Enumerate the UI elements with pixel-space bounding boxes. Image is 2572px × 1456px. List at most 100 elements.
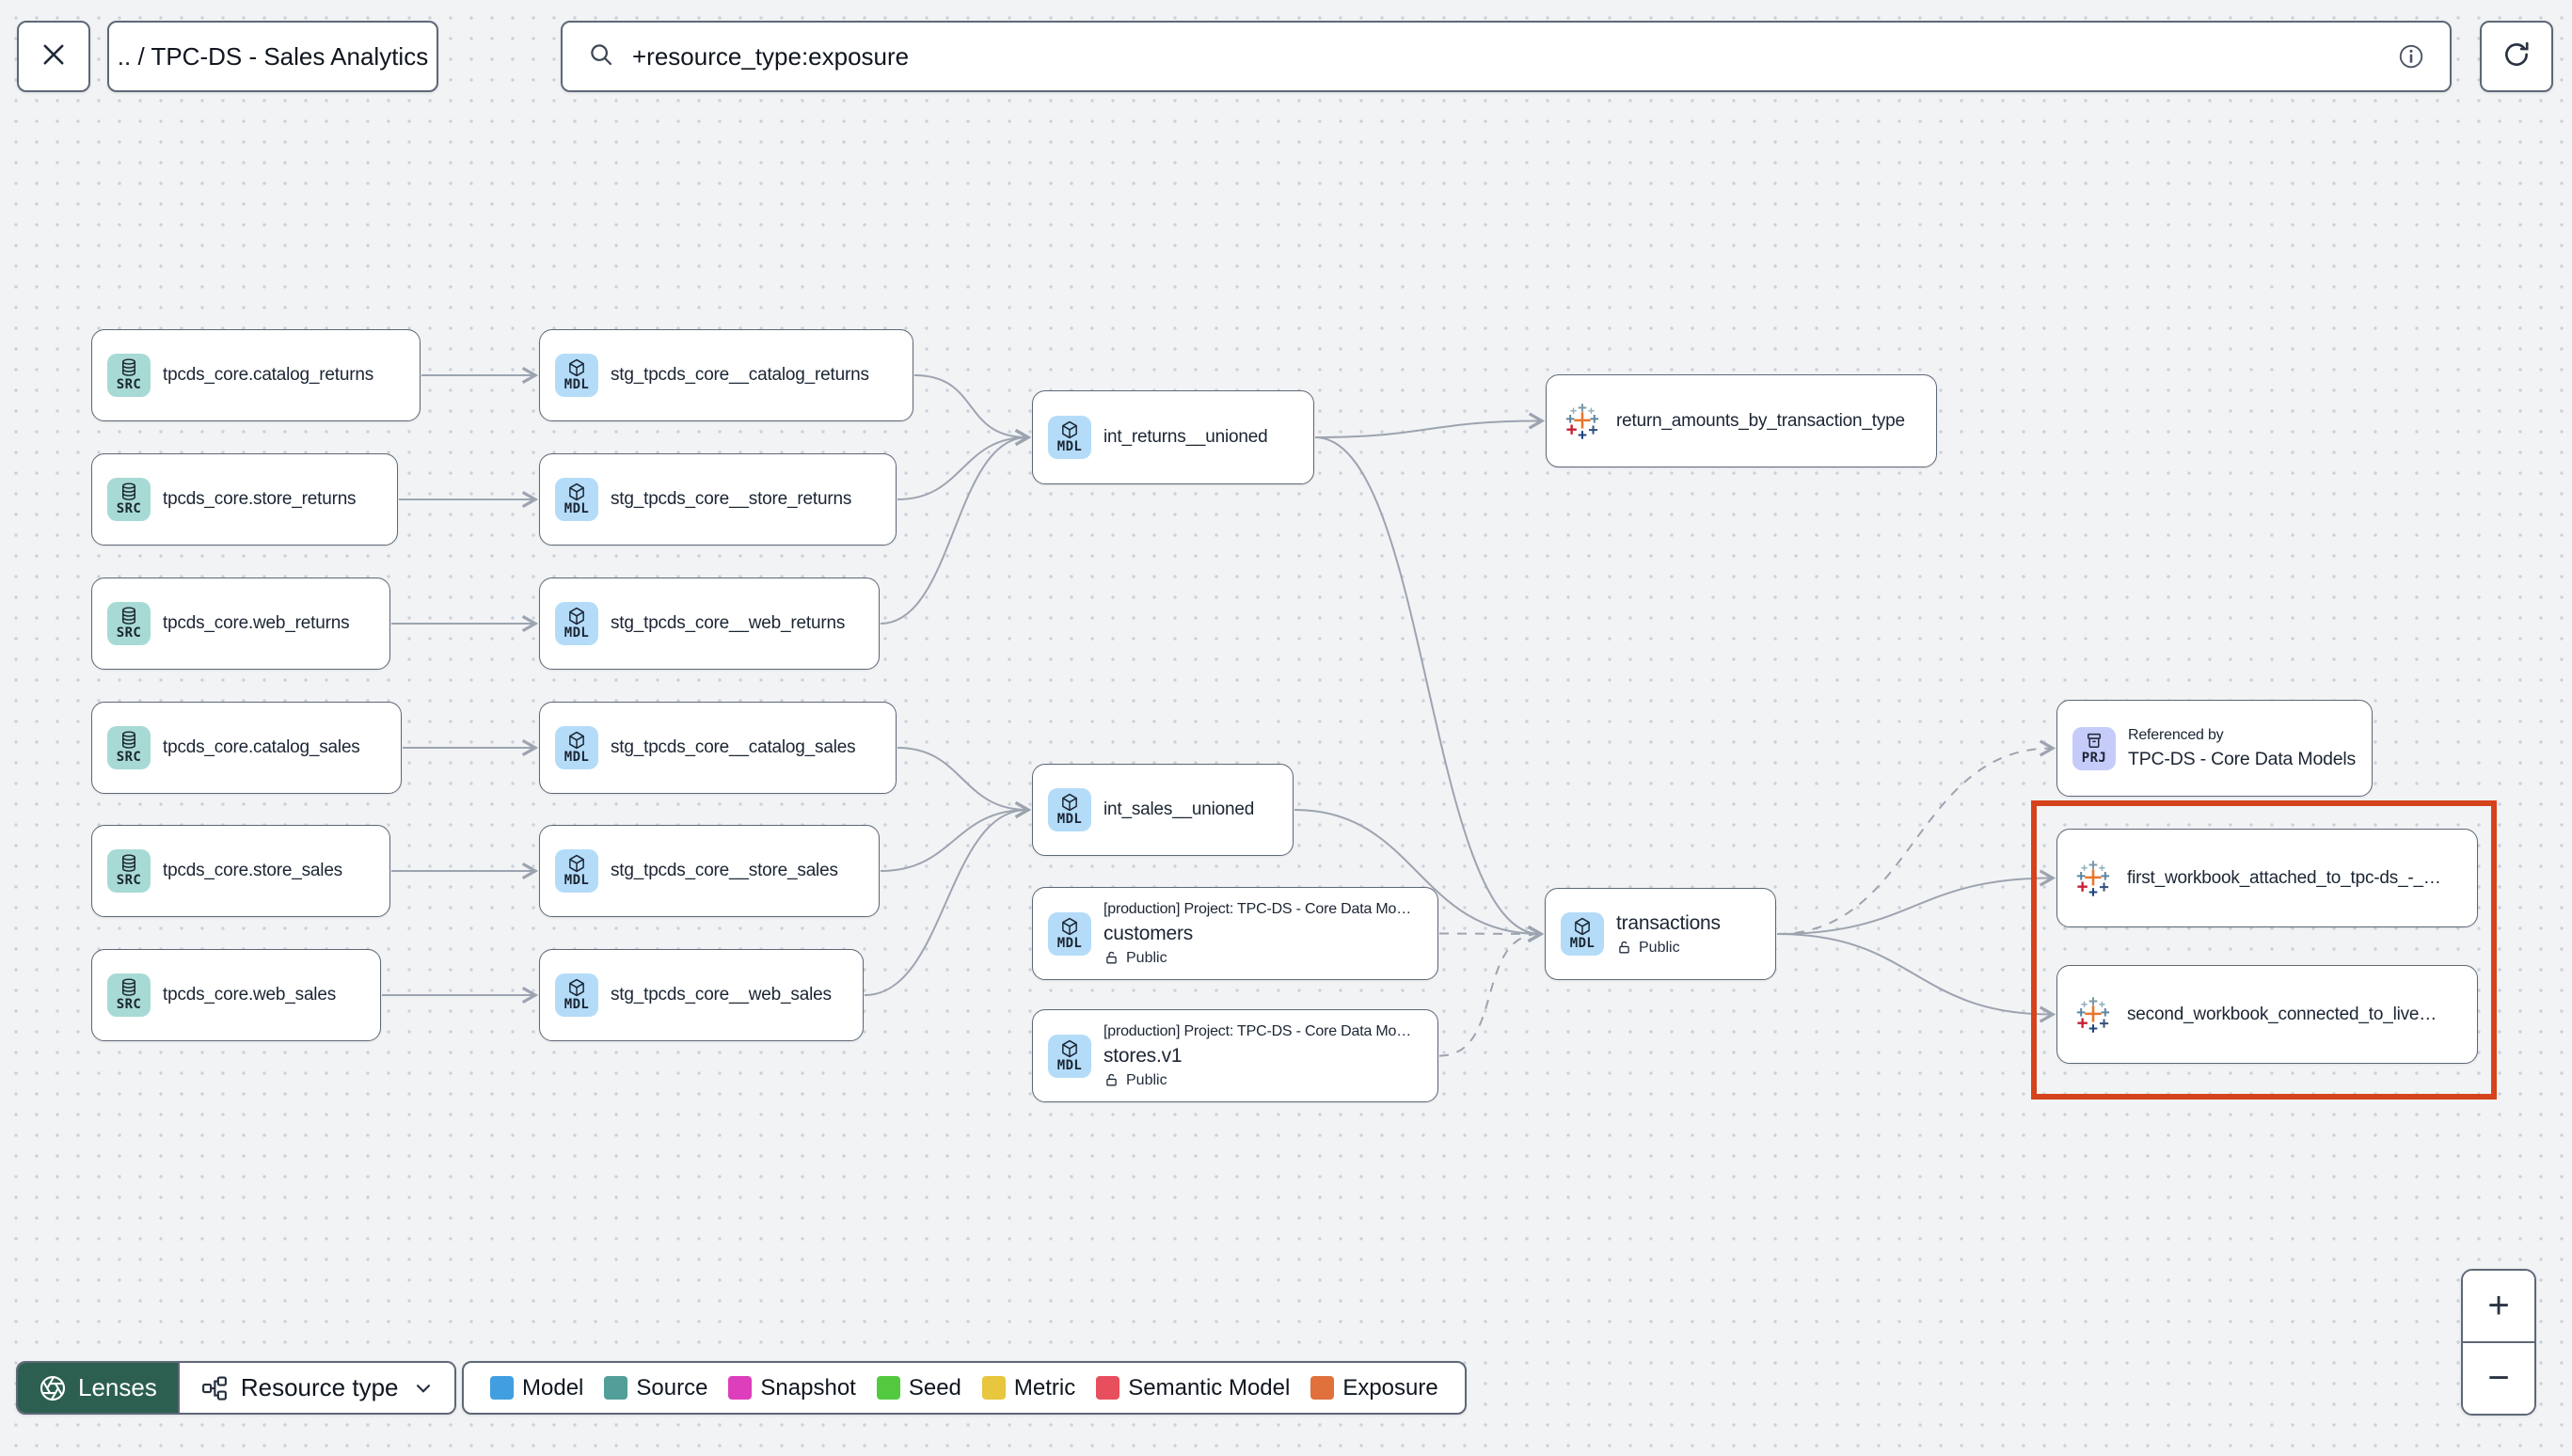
node-label: tpcds_core.catalog_returns (163, 365, 373, 385)
node-exposure_returns[interactable]: return_amounts_by_transaction_type (1546, 374, 1937, 467)
resource-type-icon (200, 1374, 229, 1402)
node-label: stg_tpcds_core__web_returns (611, 613, 846, 633)
node-referenced-by-line: Referenced by (2128, 726, 2224, 743)
project-badge-icon: PRJ (2072, 726, 2116, 770)
badge-label: SRC (116, 625, 142, 641)
model-badge-icon: MDL (1048, 788, 1091, 831)
edge-int_returns-to-exposure_returns (1314, 421, 1541, 438)
badge-label: MDL (564, 501, 590, 517)
breadcrumb-label: .. / TPC-DS - Sales Analytics (117, 41, 429, 71)
legend-item-semantic-model: Semantic Model (1096, 1375, 1290, 1401)
badge-label: MDL (564, 625, 590, 641)
node-label: tpcds_core.store_sales (163, 861, 342, 880)
node-second_workbook[interactable]: second_workbook_connected_to_live… (2056, 965, 2478, 1064)
source-badge-icon: SRC (107, 726, 151, 769)
node-label: tpcds_core.catalog_sales (163, 737, 360, 757)
legend-swatch (876, 1376, 900, 1400)
badge-label: MDL (1056, 1057, 1083, 1073)
badge-label: MDL (564, 377, 590, 393)
legend-swatch (490, 1376, 514, 1400)
node-stg_catalog_sales[interactable]: MDL stg_tpcds_core__catalog_sales (539, 702, 897, 794)
model-badge-icon: MDL (555, 602, 598, 645)
badge-label: SRC (116, 873, 142, 889)
close-button[interactable] (17, 21, 90, 92)
node-stg_catalog_returns[interactable]: MDL stg_tpcds_core__catalog_returns (539, 329, 913, 421)
badge-label: MDL (1056, 439, 1083, 455)
legend-item-exposure: Exposure (1310, 1374, 1438, 1401)
model-badge-icon: MDL (555, 973, 598, 1017)
legend-swatch (981, 1376, 1006, 1400)
zoom-in-button[interactable]: + (2463, 1271, 2534, 1343)
node-stores[interactable]: MDL [production] Project: TPC-DS - Core D… (1032, 1009, 1438, 1102)
resource-type-label: Resource type (240, 1373, 399, 1401)
legend-label: Exposure (1342, 1374, 1438, 1401)
model-badge-icon: MDL (555, 478, 598, 521)
aperture-icon (39, 1374, 67, 1402)
model-badge-icon: MDL (1048, 1034, 1091, 1078)
node-label: customers (1103, 922, 1194, 944)
source-badge-icon: SRC (107, 849, 151, 893)
lenses-bar: Lenses Resource type (16, 1361, 456, 1415)
source-badge-icon: SRC (107, 973, 151, 1017)
legend-label: Seed (908, 1374, 961, 1401)
access-label: Public (1126, 1071, 1167, 1088)
node-int_returns[interactable]: MDL int_returns__unioned (1032, 390, 1314, 484)
legend: Model Source Snapshot Seed Metric Semantic Mo… (462, 1361, 1467, 1415)
edge-stores-to-transactions (1438, 934, 1540, 1057)
source-badge-icon: SRC (107, 354, 151, 397)
legend-item-metric: Metric (981, 1374, 1076, 1401)
refresh-icon (2501, 39, 2532, 75)
node-project-line: [production] Project: TPC-DS - Core Data… (1103, 1022, 1412, 1039)
model-badge-icon: MDL (1561, 912, 1604, 956)
node-customers[interactable]: MDL[production] Project: TPC-DS - Core D… (1032, 887, 1438, 980)
legend-label: Source (636, 1374, 708, 1401)
lenses-button[interactable]: Lenses (18, 1363, 178, 1413)
node-referenced_by[interactable]: PRJ Referenced by TPC-DS - Core Data Model… (2056, 700, 2373, 797)
zoom-controls: + − (2461, 1269, 2536, 1416)
node-first_workbook[interactable]: first_workbook_attached_to_tpc-ds_-_… (2056, 829, 2478, 927)
node-stg_store_returns[interactable]: MDL stg_tpcds_core__store_returns (539, 453, 897, 546)
legend-label: Semantic Model (1128, 1374, 1291, 1401)
model-badge-icon: MDL (555, 849, 598, 893)
zoom-out-button[interactable]: − (2463, 1343, 2534, 1414)
tableau-icon (1562, 401, 1603, 442)
node-access: Public (1103, 950, 1411, 967)
node-access: Public (1103, 1072, 1411, 1089)
badge-label: MDL (564, 997, 590, 1013)
node-label: stg_tpcds_core__store_returns (611, 489, 852, 509)
badge-label: MDL (1056, 812, 1083, 828)
legend-swatch (604, 1376, 628, 1400)
legend-item-model: Model (490, 1375, 583, 1401)
breadcrumb[interactable]: .. / TPC-DS - Sales Analytics (107, 21, 438, 92)
node-label: int_sales__unioned (1103, 799, 1255, 819)
node-label: int_returns__unioned (1103, 427, 1268, 447)
node-src_catalog_returns[interactable]: SRC tpcds_core.catalog_returns (91, 329, 421, 421)
model-badge-icon: MDL (555, 726, 598, 769)
edge-stg_catalog_sales-to-int_sales (897, 747, 1027, 810)
node-int_sales[interactable]: MDL int_sales__unioned (1032, 764, 1294, 856)
node-src_catalog_sales[interactable]: SRC tpcds_core.catalog_sales (91, 702, 402, 794)
node-label: stg_tpcds_core__catalog_sales (611, 737, 856, 757)
resource-type-dropdown[interactable]: Resource type (177, 1363, 454, 1413)
legend-item-snapshot: Snapshot (728, 1375, 856, 1401)
tableau-icon (2072, 858, 2114, 899)
source-badge-icon: SRC (107, 478, 151, 521)
search-input[interactable] (630, 40, 2382, 72)
node-label: stg_tpcds_core__catalog_returns (611, 365, 869, 385)
close-icon (38, 39, 70, 75)
node-label: transactions (1616, 911, 1721, 934)
lenses-label: Lenses (78, 1373, 157, 1401)
refresh-button[interactable] (2480, 21, 2553, 92)
node-label: TPC-DS - Core Data Models (2128, 748, 2357, 769)
legend-label: Metric (1013, 1374, 1076, 1401)
node-src_store_sales[interactable]: SRC tpcds_core.store_sales (91, 825, 390, 917)
info-icon[interactable] (2397, 42, 2425, 71)
node-stg_web_returns[interactable]: MDL stg_tpcds_core__web_returns (539, 578, 880, 670)
source-badge-icon: SRC (107, 602, 151, 645)
